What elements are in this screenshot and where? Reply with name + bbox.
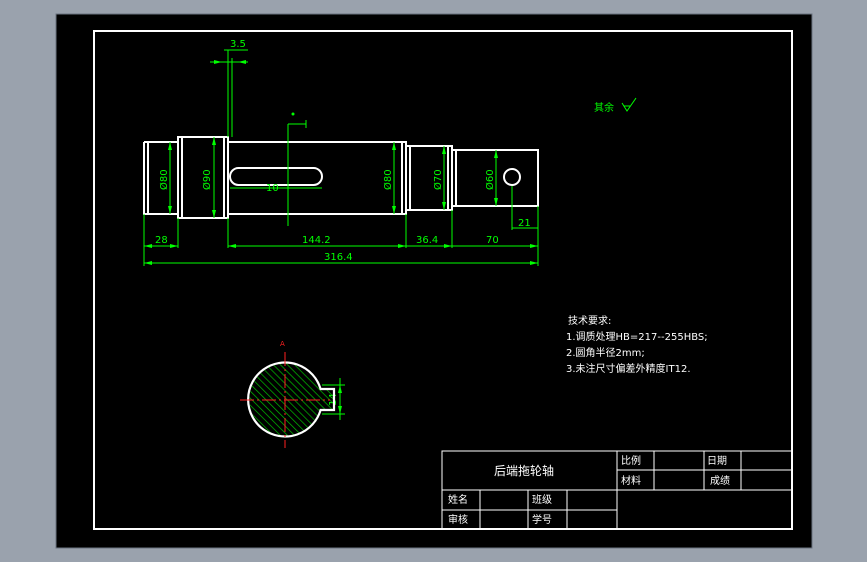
technical-requirements: 技术要求: 1.调质处理HB=217--255HBS; 2.圆角半径2mm; 3…: [566, 314, 708, 375]
dim-dia-80-left: Ø80: [158, 169, 170, 190]
dim-dia-70: Ø70: [432, 169, 444, 190]
keyway-slot: [229, 167, 323, 186]
dim-dia-80-mid: Ø80: [382, 169, 394, 190]
title-block-texts: 后端拖轮轴 比例 日期 材料 成绩 姓名 班级 审核 学号: [448, 454, 730, 526]
dim-total-length: 316.4: [324, 252, 353, 263]
dim-dia-90: Ø90: [201, 169, 213, 190]
grade-label: 成绩: [710, 474, 730, 487]
section-centerlines: [240, 352, 330, 448]
dim-hole-dist: 21: [518, 218, 531, 229]
dim-dia-60: Ø60: [484, 169, 496, 190]
dim-keyway-length: 10: [266, 183, 279, 194]
date-label: 日期: [707, 455, 727, 467]
tech-req-title: 技术要求:: [568, 314, 611, 327]
material-label: 材料: [621, 474, 641, 487]
dim-len-70: 70: [486, 235, 499, 246]
name-label: 姓名: [448, 493, 468, 506]
student-id-label: 学号: [532, 513, 552, 526]
surface-finish-note: 其余: [594, 101, 614, 114]
title-block: [441, 450, 793, 530]
tech-req-item-1: 1.调质处理HB=217--255HBS;: [566, 331, 708, 343]
review-label: 审核: [448, 513, 468, 526]
dim-len-28: 28: [155, 235, 168, 246]
tech-req-item-3: 3.未注尺寸偏差外精度IT12.: [566, 362, 691, 375]
section-cut-marker: [291, 112, 295, 116]
dimension-arrows: [144, 60, 538, 414]
tech-req-item-2: 2.圆角半径2mm;: [566, 346, 645, 359]
roughness-symbol-icon: [621, 97, 637, 112]
pin-hole: [503, 168, 521, 186]
dim-chamfer: 3.5: [230, 39, 246, 50]
class-label: 班级: [532, 494, 552, 506]
section-outline: [247, 361, 336, 438]
part-name: 后端拖轮轴: [494, 463, 554, 478]
drawing-sheet: [55, 13, 813, 549]
dim-len-36: 36.4: [416, 235, 438, 246]
dim-len-144: 144.2: [302, 235, 331, 246]
scale-label: 比例: [621, 454, 641, 467]
section-label: A: [280, 340, 285, 348]
